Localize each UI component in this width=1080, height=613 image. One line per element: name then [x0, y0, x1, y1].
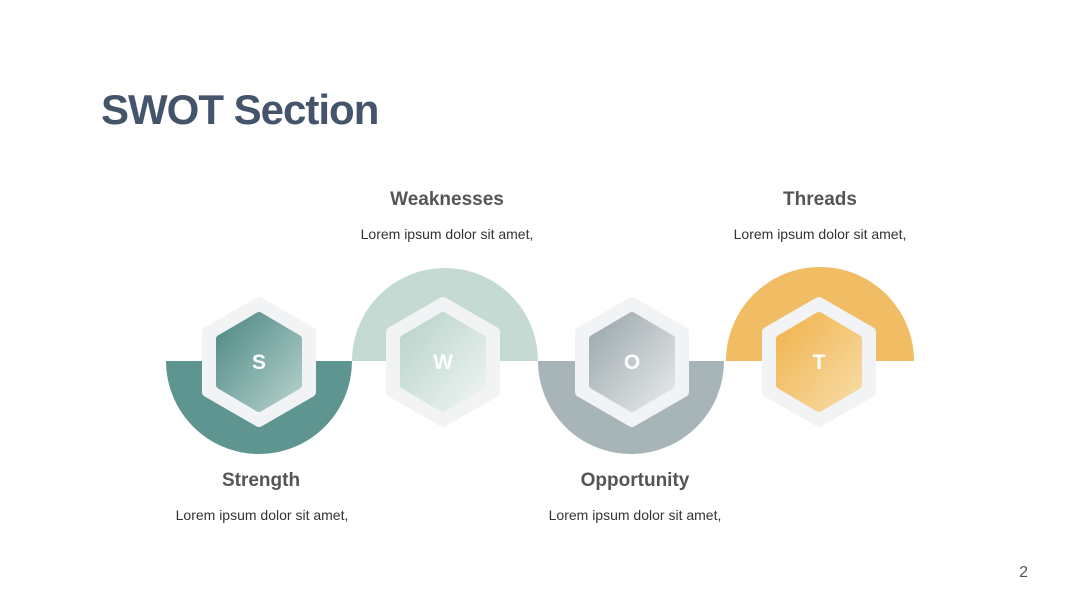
threads-letter: T	[813, 351, 826, 374]
page-number: 2	[1019, 564, 1028, 581]
threads-desc: Lorem ipsum dolor sit amet,	[733, 226, 907, 242]
threads-title: Threads	[783, 189, 857, 210]
weaknesses-hexagon-badge: W	[386, 297, 500, 427]
weaknesses-desc: Lorem ipsum dolor sit amet,	[360, 226, 534, 242]
opportunity-hexagon-badge: O	[575, 297, 689, 427]
strength-letter: S	[252, 351, 266, 374]
strength-title: Strength	[221, 470, 301, 491]
threads-hexagon-badge: T	[762, 297, 876, 427]
opportunity-title: Opportunity	[580, 470, 690, 491]
strength-hexagon-badge: S	[202, 297, 316, 427]
weaknesses-letter: W	[433, 351, 453, 374]
opportunity-desc: Lorem ipsum dolor sit amet,	[548, 507, 722, 523]
strength-desc: Lorem ipsum dolor sit amet,	[175, 507, 349, 523]
slide-title: SWOT Section	[101, 86, 379, 133]
opportunity-letter: O	[624, 351, 640, 374]
weaknesses-title: Weaknesses	[390, 189, 504, 210]
